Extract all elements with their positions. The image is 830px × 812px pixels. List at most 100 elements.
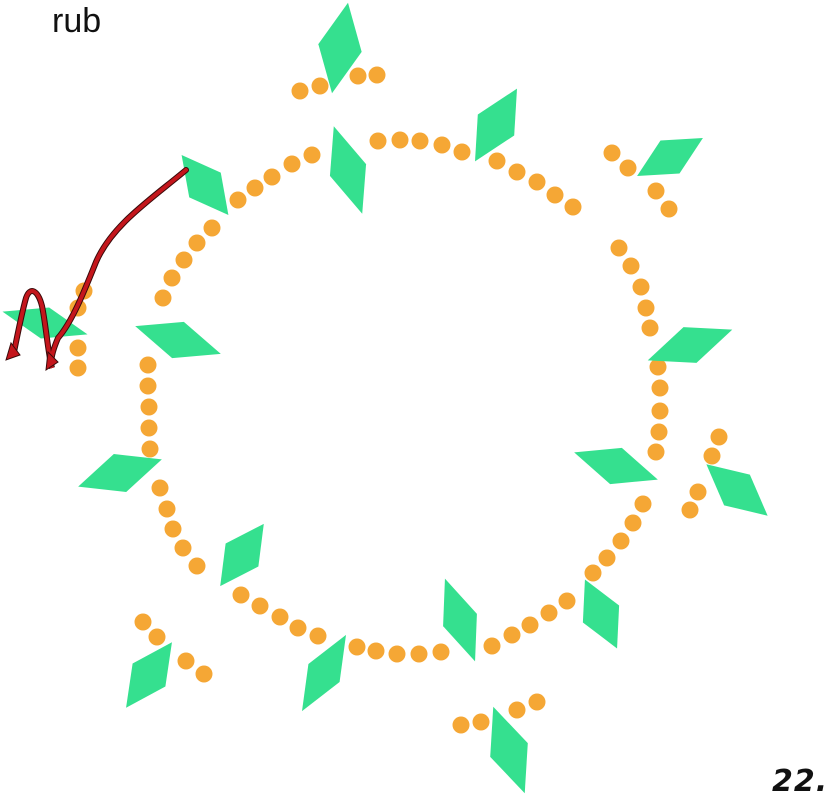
leaf-diamond [443,578,477,662]
bead-dot [289,619,307,637]
bead-dot [158,500,176,518]
bead-dot [251,597,269,615]
bead-dot [232,586,250,604]
bead-dot [139,356,157,374]
bead-dot [681,501,699,519]
bead-dot [411,132,429,150]
bead-dot [610,239,628,257]
leaf-diamond [318,2,362,94]
bead-dot [472,713,490,731]
bead-dot [528,173,546,191]
leaf-diamond [637,138,703,176]
rub-arrow-head-right [45,350,59,372]
leaf-diamond [220,523,264,587]
bead-dot [69,339,87,357]
rub-label: rub [52,2,102,40]
leaf-diamond [78,453,162,493]
bead-dot [348,638,366,656]
bead-dot [140,398,158,416]
bead-dot [163,269,181,287]
bead-dot [564,198,582,216]
bead-dot [603,144,621,162]
rub-arrow-head-left [5,341,21,361]
bead-dot [651,379,669,397]
bead-dot [188,557,206,575]
leaf-diamond [582,579,620,649]
leaf-diamond [475,88,517,162]
bead-dot [368,66,386,84]
leaf-diamond [181,155,229,215]
bead-dot [598,549,616,567]
bead-dot [246,179,264,197]
bead-dot [703,447,721,465]
bead-dot [612,532,630,550]
bead-dot [433,136,451,154]
bead-dot [503,626,521,644]
bead-dot [632,278,650,296]
leaf-diamond [135,321,221,359]
bead-dot [175,251,193,269]
bead-dot [622,257,640,275]
bead-dot [637,299,655,317]
bead-dot [349,67,367,85]
bead-dot [584,564,602,582]
bead-dot [283,155,301,173]
bead-dot [619,159,637,177]
bead-dot [650,423,668,441]
bead-dot [546,186,564,204]
bead-dot [641,319,659,337]
bead-dot [660,200,678,218]
bead-dot [453,143,471,161]
bead-dot [647,182,665,200]
leaf-diamond [329,126,367,214]
bead-dot [369,132,387,150]
leaf-diamond [647,327,733,363]
bead-dot [452,716,470,734]
bead-dot [309,627,327,645]
leaf-set [2,2,768,794]
bead-ring [69,66,728,734]
page-number: 22. [772,764,829,799]
bead-dot [508,163,526,181]
bead-dot [69,359,87,377]
bead-dot [229,191,247,209]
bead-dot [488,152,506,170]
bead-dot [647,443,665,461]
bead-dot [391,131,409,149]
bead-dot [291,82,309,100]
leaf-diamond [490,706,528,794]
bead-dot [188,234,206,252]
bead-dot [154,289,172,307]
bead-dot [148,628,166,646]
bead-dot [558,592,576,610]
bead-dot [483,637,501,655]
bead-dot [651,402,669,420]
bead-dot [710,428,728,446]
bead-dot [134,613,152,631]
leaf-diamond [574,447,658,485]
bead-dot [624,514,642,532]
bead-dot [195,665,213,683]
leaf-diamond [302,634,346,712]
bead-dot [634,495,652,513]
bead-dot [410,645,428,663]
bead-dot [140,419,158,437]
bead-dot [311,77,329,95]
bead-dot [528,693,546,711]
bead-dot [203,219,221,237]
bead-dot [263,168,281,186]
bead-dot [139,377,157,395]
bead-dot [151,479,169,497]
bead-dot [174,539,192,557]
bead-dot [141,440,159,458]
bead-dot [432,643,450,661]
bead-dot [388,645,406,663]
bead-dot [367,642,385,660]
bead-dot [303,146,321,164]
leaf-diamond [126,642,172,708]
rub-arrow-icon [5,167,189,372]
bead-dot [177,652,195,670]
bead-dot [521,616,539,634]
bead-dot [649,358,667,376]
